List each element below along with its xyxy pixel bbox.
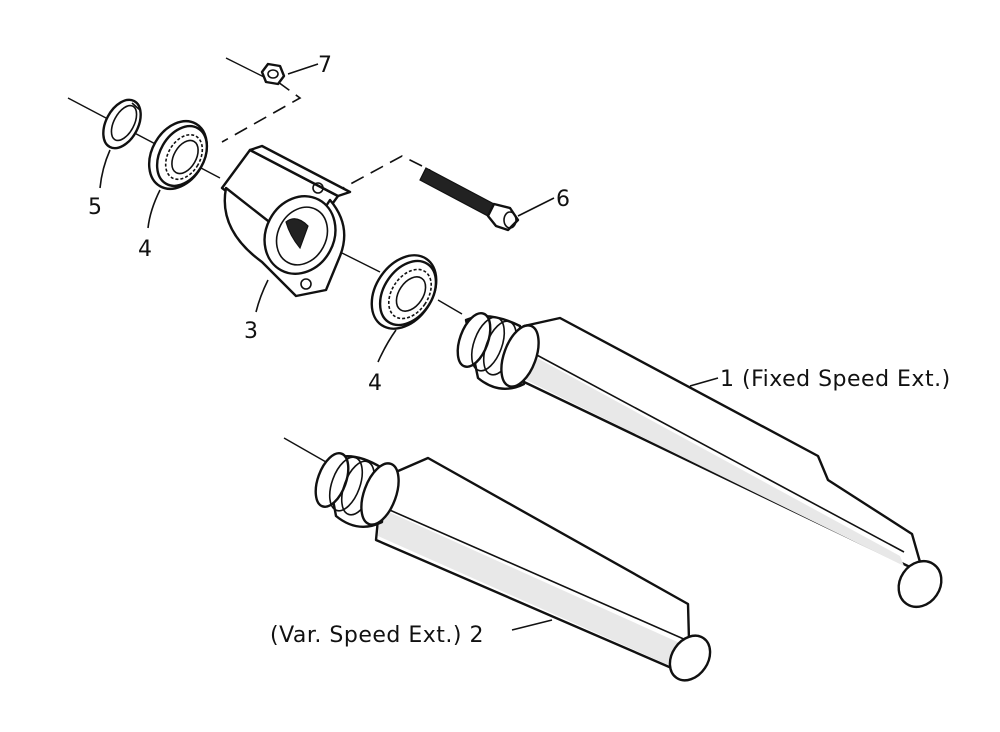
nut-assembly-path: [221, 81, 302, 143]
bolt-icon: [419, 167, 520, 232]
leader-3: [255, 279, 269, 313]
leader-7: [287, 63, 319, 75]
bolt-assembly-path: [331, 155, 431, 195]
leader-4b: [377, 329, 397, 363]
nut-axis-line: [225, 57, 267, 79]
label-part-6: 6: [556, 187, 571, 212]
label-part-7: 7: [318, 53, 333, 78]
leader-6: [517, 197, 555, 217]
fixed-shaft-axis-line: [437, 299, 463, 315]
label-part-4-lower: 4: [368, 371, 383, 396]
leader-5: [99, 149, 111, 189]
label-part-1: 1 (Fixed Speed Ext.): [720, 367, 951, 392]
label-part-2: (Var. Speed Ext.) 2: [270, 623, 484, 648]
fixed-speed-shaft-icon: [456, 312, 943, 609]
bearing-upper-icon: [147, 120, 209, 190]
bearing-lower-icon: [370, 254, 438, 330]
label-part-5: 5: [88, 195, 103, 220]
leader-2: [511, 619, 553, 631]
nut-icon: [260, 62, 286, 86]
leader-4a: [147, 189, 161, 229]
retaining-ring-icon: [102, 98, 142, 150]
axis-line-middle: [335, 249, 381, 273]
var-speed-shaft-icon: [314, 452, 712, 682]
label-part-3: 3: [244, 319, 259, 344]
leader-1: [689, 377, 719, 387]
var-shaft-axis-line: [283, 437, 327, 463]
bearing-housing-icon: [220, 144, 352, 298]
label-part-4-upper: 4: [138, 237, 153, 262]
